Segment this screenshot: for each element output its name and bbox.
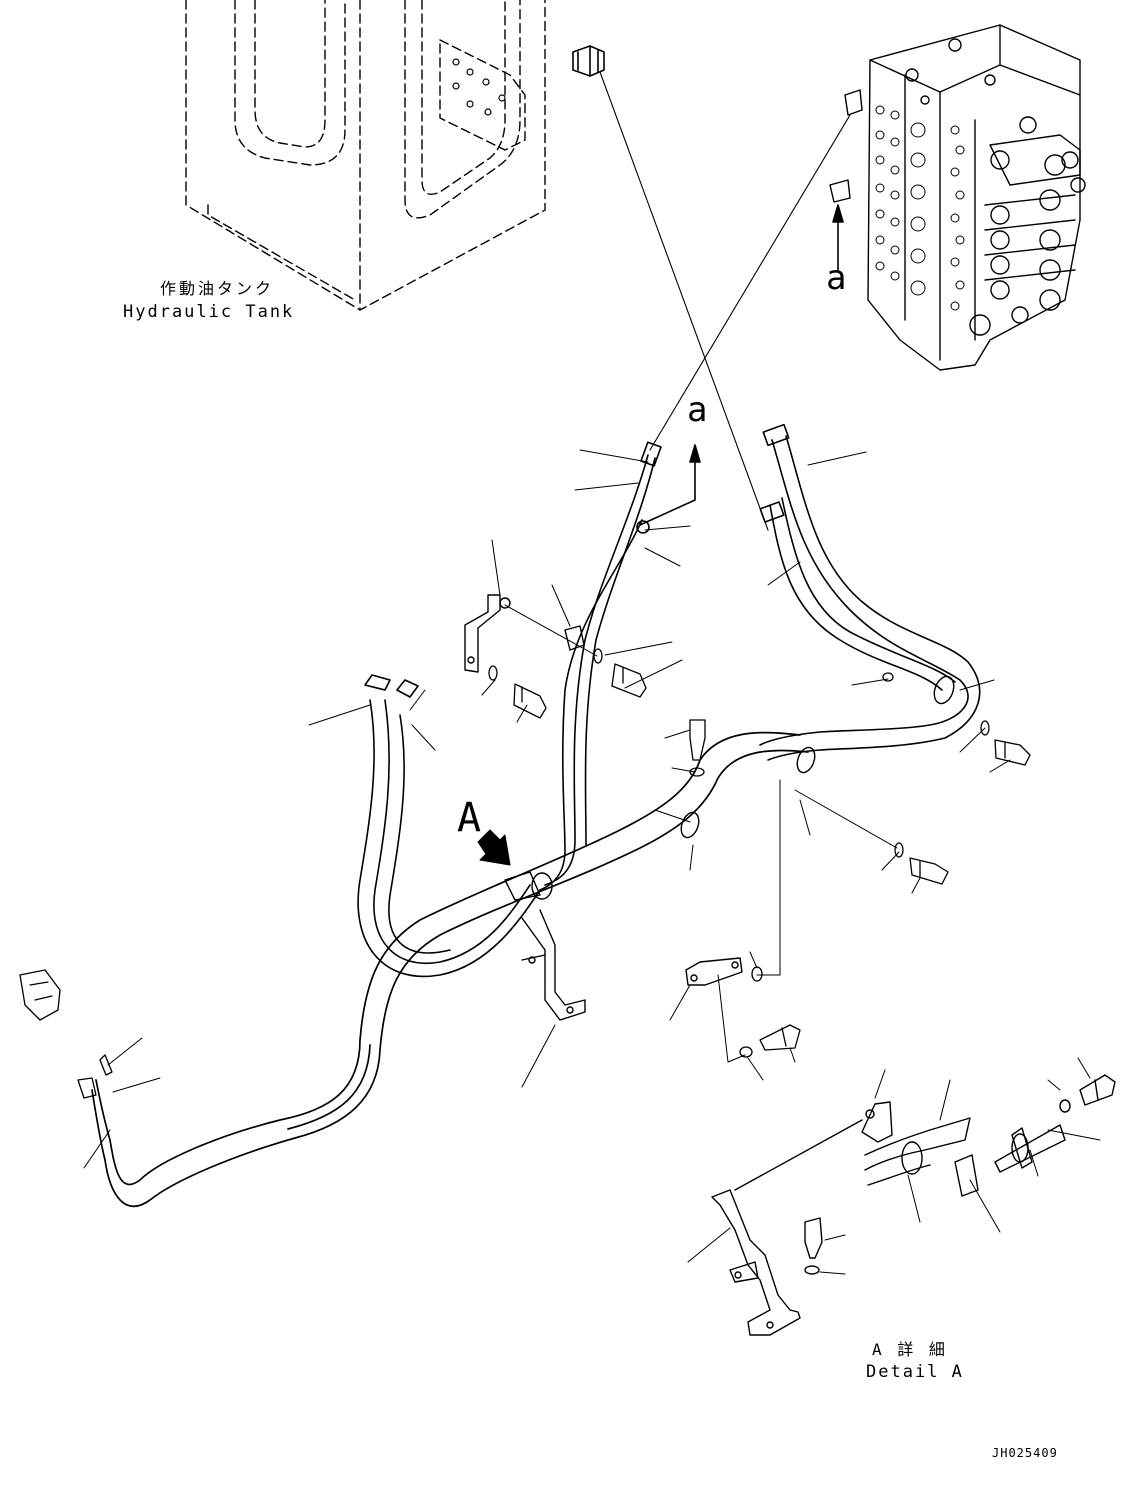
tank-label-jp: 作動油タンク bbox=[160, 279, 275, 298]
detail-a-label-jp: A 詳 細 bbox=[872, 1340, 948, 1359]
connection-leader-lines bbox=[599, 71, 851, 531]
support-bracket-centre bbox=[521, 909, 586, 1021]
ref-A-label: A bbox=[457, 795, 482, 841]
drawing-code: JH025409 bbox=[992, 1446, 1058, 1460]
detail-a-leaders bbox=[687, 1057, 1101, 1275]
return-hose-right bbox=[759, 423, 981, 761]
tank-port-holes bbox=[452, 58, 506, 116]
main-pipe bbox=[91, 731, 809, 1207]
control-valve bbox=[829, 24, 1086, 371]
detail-a-label-en: Detail A bbox=[866, 1362, 964, 1382]
detail-a-view bbox=[711, 1074, 1116, 1336]
middle-hose-pair bbox=[539, 441, 662, 891]
valve-spool-caps bbox=[969, 116, 1086, 336]
tank-label-en: Hydraulic Tank bbox=[123, 302, 295, 322]
ref-a-valve-label: a bbox=[826, 258, 847, 298]
hydraulic-tank bbox=[185, 0, 546, 311]
arrow-a-mid bbox=[639, 444, 701, 526]
pipe-clamps bbox=[504, 625, 955, 901]
arrow-a-valve bbox=[832, 204, 844, 273]
bolts-and-washers bbox=[19, 648, 1031, 1099]
valve-port-grid bbox=[875, 105, 965, 311]
tank-port-fitting bbox=[572, 45, 605, 77]
callout-leaders bbox=[83, 449, 1011, 1169]
bracket-leader-lines bbox=[504, 604, 898, 1063]
left-hose-pair bbox=[357, 674, 541, 978]
arrow-A-detail-pointer bbox=[477, 829, 511, 866]
upper-bracket bbox=[464, 594, 511, 673]
clamp-plate-right bbox=[685, 957, 743, 986]
ref-a-mid-label: a bbox=[687, 390, 708, 430]
